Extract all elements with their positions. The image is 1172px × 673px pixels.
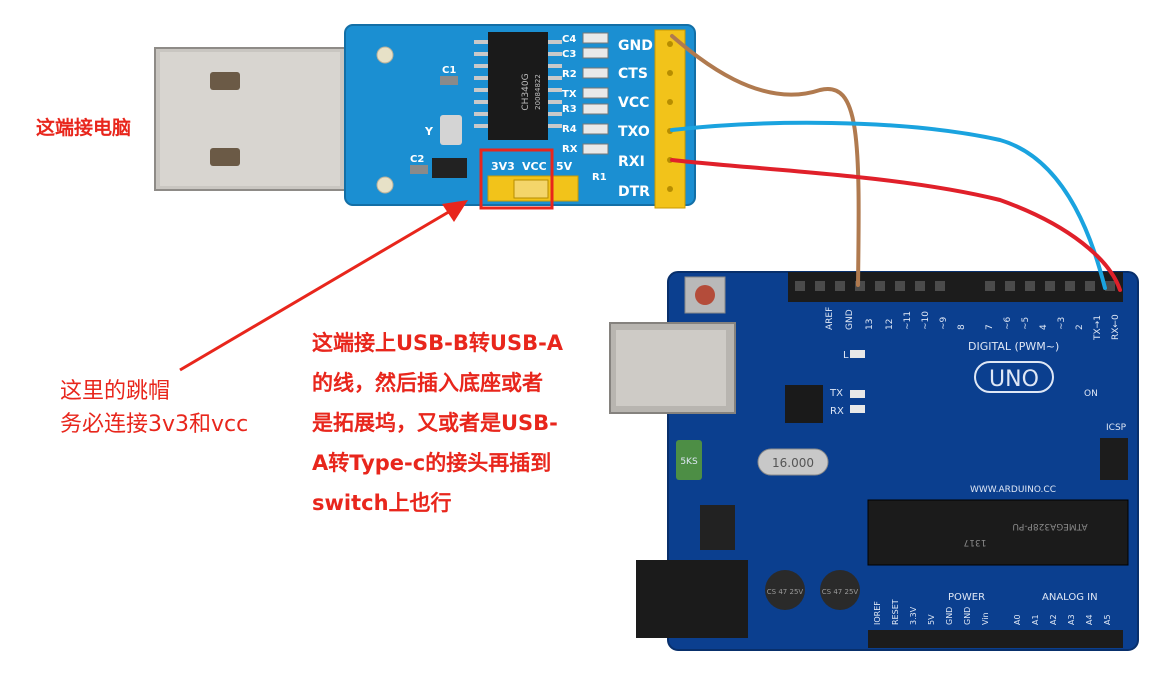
adapter-c1-label: C1 [442, 65, 456, 76]
arduino-header-label-8: 8 [957, 324, 967, 330]
adapter-y-label: Y [424, 125, 434, 138]
usb-ttl-adapter-board: CH340G 20084822 C1 Y C2 C4 C3 R2 TX R3 R… [344, 24, 696, 210]
adapter-jumper-label-vcc: VCC [522, 160, 547, 173]
adapter-pin-label-txo: TXO [618, 124, 650, 140]
annotation-arrow [179, 200, 468, 372]
arduino-bottom-header [868, 630, 1123, 648]
computer-end-label: 这端接电脑 [36, 117, 132, 139]
adapter-pin-label-gnd: GND [618, 38, 653, 54]
wires [670, 34, 1122, 292]
arduino-rx-label: RX [830, 406, 844, 417]
arduino-analog-pin-a4: A4 [1085, 614, 1094, 625]
adapter-pin-label-cts: CTS [618, 66, 648, 82]
arduino-analog-pin-a0: A0 [1013, 614, 1022, 625]
adapter-side-label-tx: TX [562, 89, 577, 100]
arduino-5ks-label: 5KS [680, 457, 698, 467]
jumper-note: 这里的跳帽 务必连接3v3和vcc [60, 379, 249, 437]
arduino-header-label-13: 13 [865, 319, 875, 330]
adapter-side-label-r3: R3 [562, 104, 577, 115]
usb-cable-note: 这端接上USB-B转USB-A 的线，然后插入底座或者 是拓展坞，又或者是USB… [312, 331, 564, 515]
arduino-on-label: ON [1084, 389, 1098, 399]
arduino-atmega-code: 1317 [964, 537, 987, 547]
arduino-power-pin-33v: 3.3V [909, 606, 918, 625]
arduino-header-label-aref: AREF [825, 307, 835, 330]
arduino-digital-label: DIGITAL (PWM~) [968, 340, 1059, 353]
adapter-c2-label: C2 [410, 154, 424, 165]
adapter-chip-code: 20084822 [534, 74, 542, 110]
arduino-icsp-label: ICSP [1106, 423, 1127, 433]
arduino-tx-label: TX [829, 388, 843, 399]
arduino-power-pin-gnd1: GND [945, 607, 954, 625]
arduino-power-pin-vin: Vin [981, 612, 990, 625]
arduino-crystal-label: 16.000 [772, 456, 814, 470]
arduino-url-label: WWW.ARDUINO.CC [970, 485, 1056, 495]
arduino-power-jack [636, 560, 748, 638]
arduino-analog-pin-a3: A3 [1067, 614, 1076, 625]
arduino-analog-pin-a2: A2 [1049, 614, 1058, 625]
adapter-jumper-label-3v3: 3V3 [491, 160, 515, 173]
arduino-uno-logo: UNO [989, 367, 1039, 392]
arduino-power-pin-ioref: IOREF [873, 601, 882, 625]
adapter-pin-label-rxi: RXI [618, 154, 645, 170]
wire-rxi-red [670, 158, 1122, 292]
arduino-analog-label: ANALOG IN [1042, 592, 1098, 603]
arduino-header-label-rx0: RX←0 [1111, 314, 1121, 340]
adapter-chip-label: CH340G [521, 73, 531, 110]
arduino-header-label-5: ~5 [1021, 317, 1031, 330]
arduino-header-label-6: ~6 [1003, 316, 1013, 330]
arduino-header-label-gnd: GND [845, 309, 855, 330]
arduino-power-pin-5v: 5V [927, 614, 936, 625]
arduino-header-label-10: ~10 [921, 311, 931, 330]
arduino-analog-pin-a1: A1 [1031, 614, 1040, 625]
arduino-capacitor-1-label: CS 47 25V [767, 588, 804, 596]
adapter-side-label-rx: RX [562, 144, 578, 155]
arduino-power-label: POWER [948, 592, 985, 603]
arduino-power-pin-reset: RESET [891, 599, 900, 625]
arduino-analog-pin-a5: A5 [1103, 614, 1112, 625]
jumper-highlight-box [479, 148, 554, 210]
arduino-header-label-4: 4 [1039, 324, 1049, 330]
arduino-atmega-label: ATMEGA328P-PU [1012, 521, 1087, 531]
arduino-header-label-3: ~3 [1057, 317, 1067, 330]
arduino-header-label-2: 2 [1075, 324, 1085, 330]
wire-gnd-brown [670, 34, 861, 287]
adapter-pin-header [654, 29, 686, 209]
arduino-atmega-chip [867, 499, 1129, 566]
arduino-uno-board: AREF GND 13 12 ~11 ~10 ~9 8 7 ~6 ~5 4 ~3… [609, 271, 1139, 651]
arduino-header-label-tx1: TX→1 [1093, 315, 1103, 341]
adapter-side-label-r2: R2 [562, 69, 577, 80]
arduino-l-label: L [843, 350, 849, 361]
wire-txo-blue [670, 120, 1107, 290]
arduino-header-label-7: 7 [985, 324, 995, 330]
arduino-header-label-12: 12 [885, 319, 895, 330]
adapter-side-label-r1: R1 [592, 172, 607, 183]
adapter-pin-label-dtr: DTR [618, 184, 650, 200]
arduino-header-label-9: ~9 [939, 316, 949, 330]
adapter-jumper-label-5v: 5V [556, 160, 573, 173]
arduino-capacitor-2-label: CS 47 25V [822, 588, 859, 596]
arduino-power-pin-gnd2: GND [963, 607, 972, 625]
adapter-pin-label-vcc: VCC [618, 95, 649, 111]
adapter-side-label-r4: R4 [562, 124, 577, 135]
adapter-side-label-c3: C3 [562, 49, 576, 60]
arduino-header-label-11: ~11 [903, 311, 913, 330]
adapter-side-label-c4: C4 [562, 34, 576, 45]
